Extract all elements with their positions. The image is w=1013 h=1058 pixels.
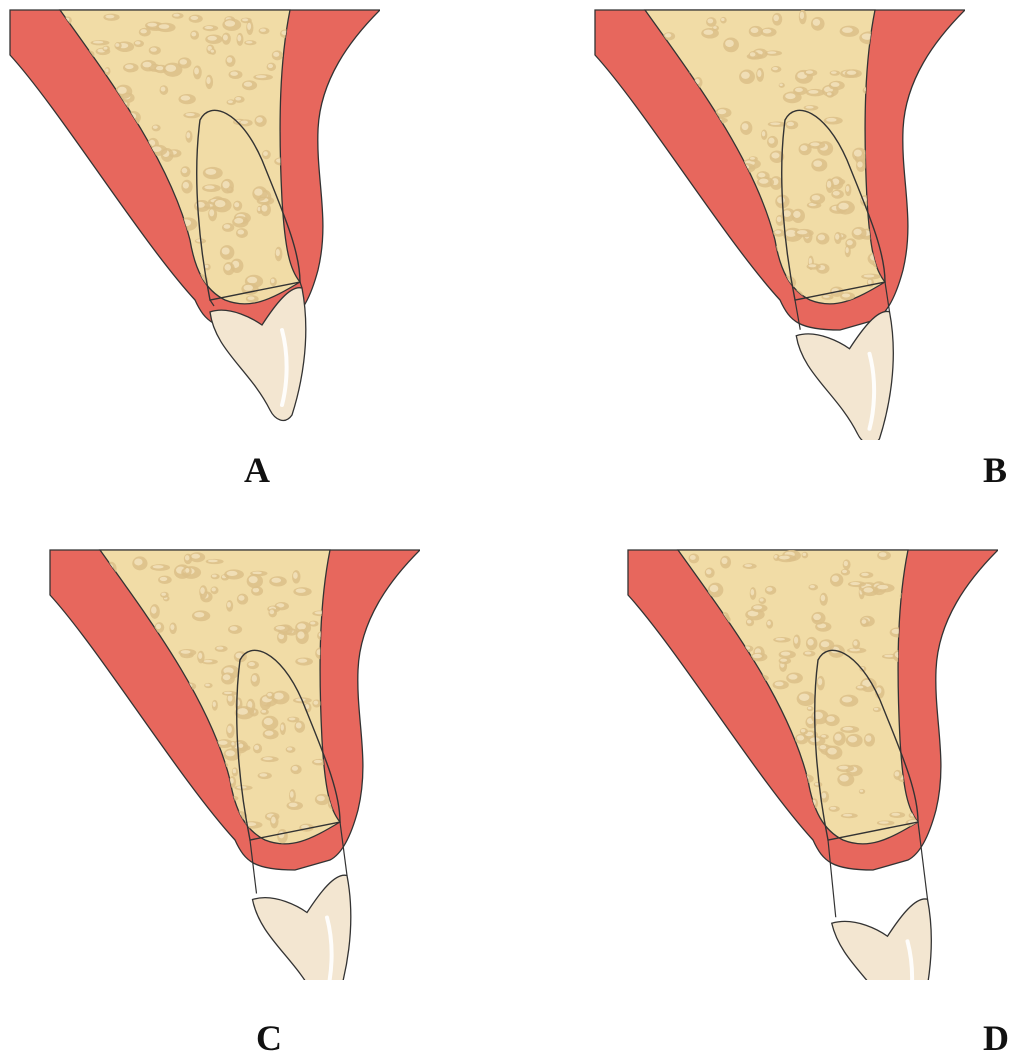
panel-c [40, 540, 420, 980]
tooth-crown [253, 875, 351, 980]
panel-a [0, 0, 380, 440]
tooth-crown [832, 899, 932, 980]
panel-c-label: C [256, 1020, 282, 1056]
panel-b-illustration [585, 0, 965, 440]
tooth-crown [796, 311, 893, 440]
panel-d-illustration [618, 540, 998, 980]
panel-a-label: A [244, 452, 270, 488]
panel-b [585, 0, 965, 440]
panel-d [618, 540, 998, 980]
panel-d-label: D [983, 1020, 1009, 1056]
panel-b-label: B [983, 452, 1007, 488]
panel-a-illustration [0, 0, 380, 440]
panel-c-illustration [40, 540, 420, 980]
